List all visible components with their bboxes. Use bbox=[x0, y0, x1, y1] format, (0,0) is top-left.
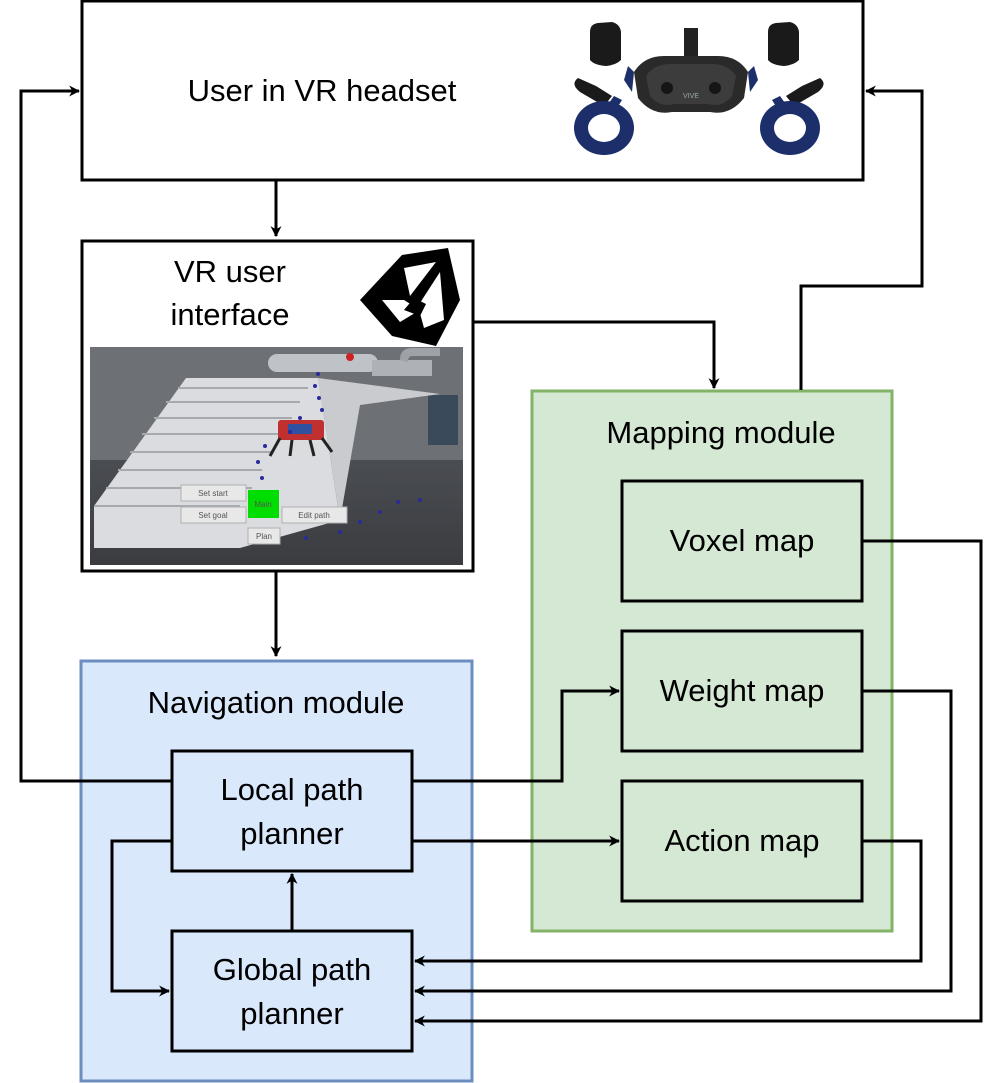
plan-label: Plan bbox=[256, 532, 272, 541]
arrow-local-to-weight bbox=[413, 685, 621, 783]
edit-path-label: Edit path bbox=[298, 511, 330, 520]
navigation-module-title: Navigation module bbox=[148, 685, 405, 720]
main-label: Main bbox=[254, 500, 271, 509]
headset-icon: VIVE bbox=[624, 28, 758, 113]
path-points bbox=[256, 372, 422, 540]
global-planner-label-line2: planner bbox=[240, 996, 343, 1031]
arrow-action-to-global bbox=[413, 839, 923, 967]
plan-button[interactable]: Plan bbox=[247, 527, 281, 545]
vr-ui-label-line1: VR user bbox=[174, 254, 286, 289]
weight-map-label: Weight map bbox=[660, 673, 825, 708]
weight-map-box bbox=[620, 629, 864, 753]
voxel-map-label: Voxel map bbox=[670, 523, 815, 558]
action-map-label: Action map bbox=[664, 823, 819, 858]
action-map-box bbox=[620, 779, 864, 903]
arrow-local-loop-to-global bbox=[110, 839, 172, 997]
set-goal-label: Set goal bbox=[198, 511, 228, 520]
user-in-vr-label: User in VR headset bbox=[188, 73, 457, 108]
controller-left-icon bbox=[574, 78, 634, 155]
arrow-vr-ui-to-mapping bbox=[474, 320, 720, 390]
set-start-button[interactable]: Set start bbox=[180, 484, 247, 502]
main-button[interactable]: Main bbox=[248, 490, 279, 518]
arrow-voxel-to-global bbox=[413, 539, 983, 1027]
arrow-weight-to-global bbox=[413, 689, 953, 997]
local-path-planner-box bbox=[170, 749, 414, 873]
set-goal-button[interactable]: Set goal bbox=[180, 506, 247, 524]
arrow-mapping-to-user bbox=[799, 85, 924, 390]
unity-logo-icon bbox=[360, 248, 460, 346]
base-station-left-icon bbox=[590, 22, 621, 66]
connectors bbox=[19, 85, 983, 1027]
headset-brand-text: VIVE bbox=[683, 93, 699, 100]
vr-interface-screenshot: Set start Set goal Main Edit path Plan bbox=[90, 347, 463, 565]
global-planner-label-line1: Global path bbox=[213, 952, 372, 987]
vr-headset-image: VIVE bbox=[574, 22, 824, 155]
local-planner-label-line1: Local path bbox=[220, 772, 363, 807]
controller-right-icon bbox=[760, 78, 824, 155]
arrow-local-to-user bbox=[19, 85, 172, 783]
edit-path-button[interactable]: Edit path bbox=[281, 506, 348, 524]
set-start-label: Set start bbox=[198, 489, 229, 498]
voxel-map-box bbox=[620, 479, 864, 603]
base-station-right-icon bbox=[768, 22, 799, 66]
global-path-planner-box bbox=[170, 929, 414, 1053]
robot-icon bbox=[268, 420, 334, 457]
local-planner-label-line2: planner bbox=[240, 816, 343, 851]
mapping-module-title: Mapping module bbox=[606, 415, 835, 450]
vr-ui-label-line2: interface bbox=[171, 297, 290, 332]
